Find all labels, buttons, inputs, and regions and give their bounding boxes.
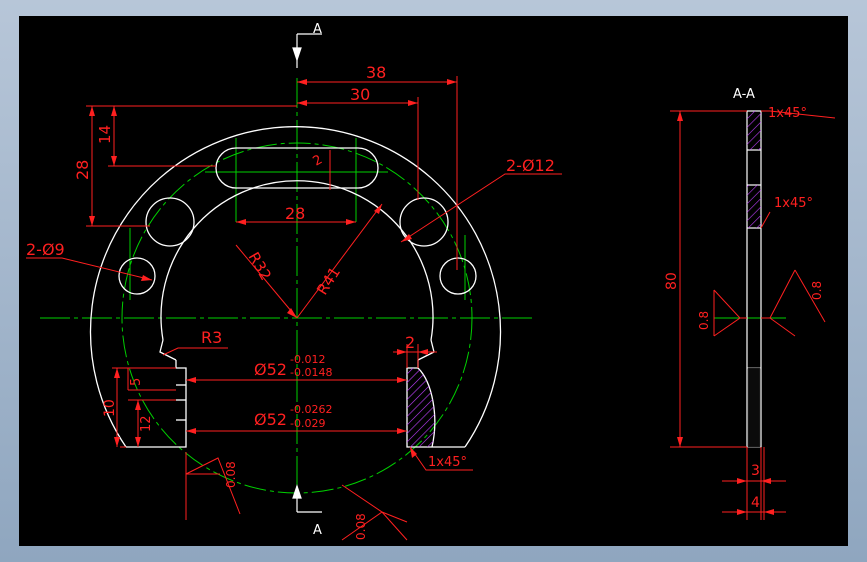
chamfer-front: 1x45° <box>428 455 467 470</box>
fit1-upper: -0.012 <box>290 353 325 366</box>
drawing-viewport: A A <box>19 16 848 546</box>
dim-r41: R41 <box>313 264 344 299</box>
roughness-a: 0.08 <box>224 461 238 488</box>
side-roughness-left: 0.8 <box>697 311 711 330</box>
dim-2-slot: 2 <box>311 152 326 169</box>
dimension-lines <box>26 76 562 541</box>
dimension-texts: 38 30 14 28 28 2 2-Ø12 2-Ø9 R32 R41 R3 Ø… <box>26 63 555 540</box>
hole-9-right <box>439 257 477 295</box>
dim-38: 38 <box>366 63 386 82</box>
left-jaw <box>126 360 187 448</box>
hole-12-left <box>145 197 195 247</box>
dim-2-holes-9: 2-Ø9 <box>26 240 65 259</box>
side-view-dimensions <box>670 110 836 520</box>
side-chamfer-mid: 1x45° <box>774 196 813 211</box>
front-view-outline <box>89 126 502 448</box>
slot <box>215 147 379 189</box>
side-dim-3: 3 <box>751 463 760 479</box>
side-chamfer-top: 1x45° <box>768 106 807 121</box>
hole-12-right <box>399 197 449 247</box>
fit2-lower: -0.029 <box>290 417 325 430</box>
roughness-b: 0.08 <box>354 513 368 540</box>
side-view-texts: 1x45° 1x45° 80 0.8 0.8 3 4 <box>664 106 824 511</box>
section-label-bottom: A <box>313 523 322 538</box>
fit1-lower: -0.0148 <box>290 366 332 379</box>
outer-contour <box>89 126 502 448</box>
dim-14: 14 <box>96 125 114 144</box>
dimension-arrows <box>89 79 457 458</box>
dim-12: 12 <box>139 415 154 432</box>
side-roughness-right: 0.8 <box>810 281 824 300</box>
dim-2-holes-12: 2-Ø12 <box>506 156 555 175</box>
dim-30: 30 <box>350 85 370 104</box>
side-dim-4: 4 <box>751 495 760 511</box>
dim-28-left: 28 <box>73 160 92 180</box>
dim-28-slot: 28 <box>285 204 305 223</box>
inner-bore <box>160 180 434 341</box>
section-markers <box>292 33 322 513</box>
fit2-main: Ø52 <box>254 410 287 429</box>
dim-5: 5 <box>129 378 144 386</box>
right-jaw-hatch <box>407 368 435 447</box>
side-dim-80: 80 <box>664 272 680 290</box>
fit1-main: Ø52 <box>254 360 287 379</box>
cad-drawing: A A <box>26 22 836 541</box>
dim-r32: R32 <box>245 249 275 284</box>
side-view-arrows <box>677 111 774 515</box>
side-view-hatch <box>747 111 761 448</box>
section-label-top: A <box>313 22 322 37</box>
hole-9-left <box>118 257 156 295</box>
fit2-upper: -0.0262 <box>290 403 332 416</box>
dim-r3: R3 <box>201 328 222 347</box>
dim-2-jaw: 2 <box>405 333 415 352</box>
dim-10: 10 <box>102 399 118 417</box>
section-view-title: A-A <box>733 87 755 102</box>
